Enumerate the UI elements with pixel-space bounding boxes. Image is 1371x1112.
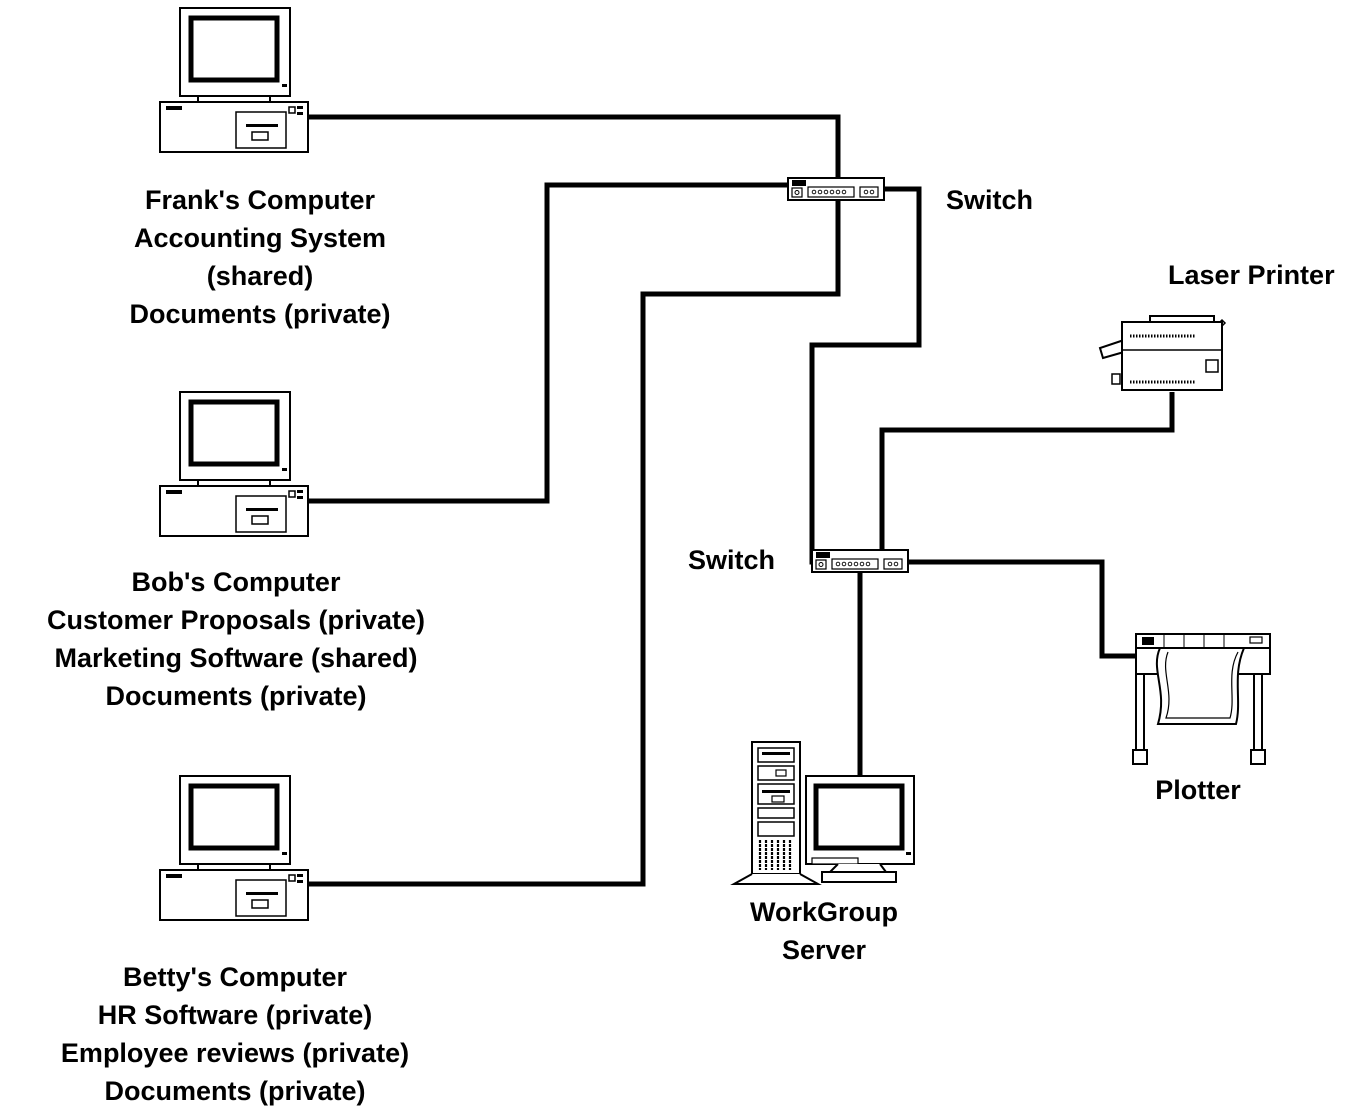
cable-betty-to-switch (308, 200, 841, 887)
label-line: Betty's Computer (123, 962, 347, 992)
desktop-computer-icon[interactable] (160, 8, 308, 152)
cable-switch-to-printer (879, 392, 1175, 550)
label-line: Documents (private) (129, 299, 391, 329)
label-line: (shared) (206, 261, 314, 291)
plotter-icon[interactable] (1132, 633, 1271, 765)
label-line: Customer Proposals (private) (46, 605, 426, 635)
label-line: Accounting System (133, 223, 387, 253)
label-line: Server (781, 935, 867, 965)
laser-printer-icon[interactable] (1098, 315, 1227, 391)
network-switch-icon[interactable] (811, 549, 909, 573)
switch-mid-label: Switch (688, 545, 776, 575)
plotter-label: Plotter (1155, 775, 1241, 805)
cable-switch-to-switch (809, 186, 922, 565)
switch-top-label: Switch (946, 185, 1034, 215)
desktop-computer-icon[interactable] (160, 776, 308, 920)
label-line: Employee reviews (private) (60, 1038, 410, 1068)
betty-computer-label: Betty's Computer HR Software (private) E… (10, 958, 460, 1110)
label-line: Documents (private) (105, 681, 367, 711)
frank-computer-label: Frank's Computer Accounting System (shar… (60, 181, 460, 333)
label-line: WorkGroup (750, 897, 898, 927)
cables (308, 114, 1175, 887)
desktop-computer-icon[interactable] (160, 392, 308, 536)
label-line: Documents (private) (104, 1076, 366, 1106)
laser-printer-label: Laser Printer (1168, 260, 1335, 290)
cable-switch-to-plotter (906, 559, 1138, 659)
bob-computer-label: Bob's Computer Customer Proposals (priva… (0, 563, 472, 715)
label-line: Marketing Software (shared) (54, 643, 418, 673)
cable-bob-to-switch (308, 182, 788, 504)
label-line: HR Software (private) (97, 1000, 373, 1030)
cable-frank-to-switch (308, 114, 841, 178)
network-switch-icon[interactable] (787, 177, 885, 201)
label-line: Frank's Computer (145, 185, 375, 215)
server-label: WorkGroup Server (724, 893, 924, 969)
tower-server-icon[interactable] (730, 741, 915, 885)
label-line: Bob's Computer (131, 567, 341, 597)
